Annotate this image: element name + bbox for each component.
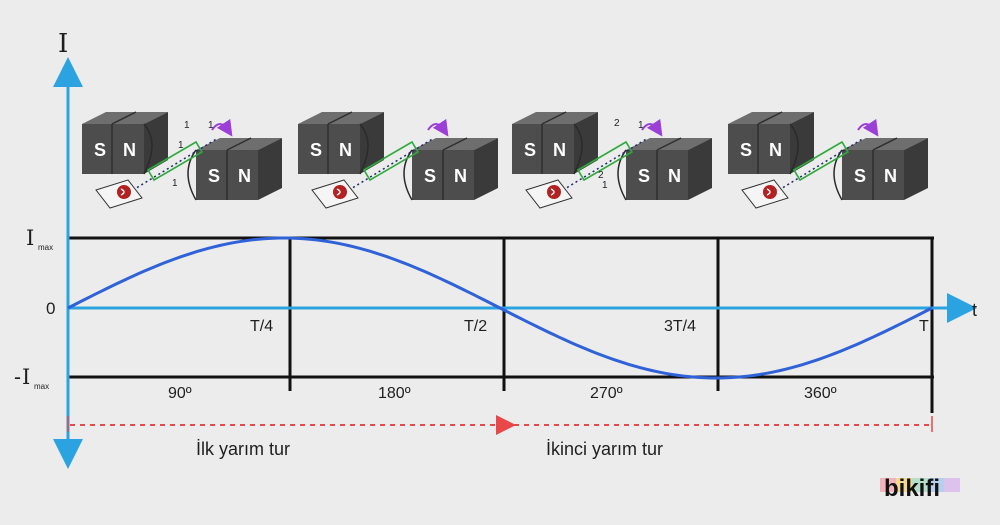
coil-number: 1	[184, 120, 190, 131]
magnet-letter: S	[854, 166, 866, 186]
magnet-letter: N	[553, 140, 566, 160]
magnet-letter: S	[310, 140, 322, 160]
current-sine-curve	[67, 236, 933, 380]
magnet-letter: N	[668, 166, 681, 186]
time-label-half: T/2	[464, 318, 487, 335]
coil-number: 2	[598, 170, 604, 181]
time-axis-label: t	[972, 300, 977, 320]
magnet-letter: N	[238, 166, 251, 186]
magnet-letter: N	[339, 140, 352, 160]
magnet-letter: S	[94, 140, 106, 160]
time-label-quarter: T/4	[250, 318, 273, 335]
angle-label-360: 360º	[804, 385, 837, 402]
current-axis-label: I	[58, 29, 68, 59]
neg-imax-label: - I max	[14, 365, 49, 391]
coil-number: 1	[208, 120, 214, 131]
magnet-letter: S	[638, 166, 650, 186]
magnet-letter: N	[884, 166, 897, 186]
svg-text:max: max	[34, 382, 49, 391]
magnet-letter: S	[740, 140, 752, 160]
generator-stage-1: S N S N 1 1 1 1	[82, 112, 282, 208]
coil-number: 1	[638, 120, 644, 131]
time-label-period: T	[919, 318, 929, 335]
generator-stage-2: S N S N	[298, 112, 498, 208]
bikifi-logo: bikifi	[880, 475, 960, 502]
svg-text:I: I	[22, 365, 30, 389]
svg-text:max: max	[38, 243, 53, 252]
magnet-letter: N	[454, 166, 467, 186]
svg-text:-: -	[14, 366, 21, 389]
magnet-letter: N	[123, 140, 136, 160]
angle-label-90: 90º	[168, 385, 192, 402]
zero-label: 0	[46, 299, 55, 318]
imax-label: I max	[26, 226, 53, 252]
magnet-letter: S	[424, 166, 436, 186]
angle-label-270: 270º	[590, 385, 623, 402]
angle-label-180: 180º	[378, 385, 411, 402]
coil-number: 1	[178, 140, 184, 151]
coil-number: 2	[614, 118, 620, 129]
magnet-letter: S	[208, 166, 220, 186]
first-half-turn-label: İlk yarım tur	[196, 439, 290, 459]
generator-stage-4: S N S N	[728, 112, 928, 208]
coil-number: 1	[172, 178, 178, 189]
generator-stage-3: S N S N 2 1 2 1	[512, 112, 712, 208]
magnet-letter: S	[524, 140, 536, 160]
brand-text: bikifi	[884, 475, 940, 502]
time-label-three-quarter: 3T/4	[664, 318, 696, 335]
second-half-turn-label: İkinci yarım tur	[546, 439, 663, 459]
magnet-letter: N	[769, 140, 782, 160]
graph-grid	[68, 236, 934, 413]
coil-number: 1	[602, 180, 608, 191]
svg-text:I: I	[26, 226, 34, 250]
